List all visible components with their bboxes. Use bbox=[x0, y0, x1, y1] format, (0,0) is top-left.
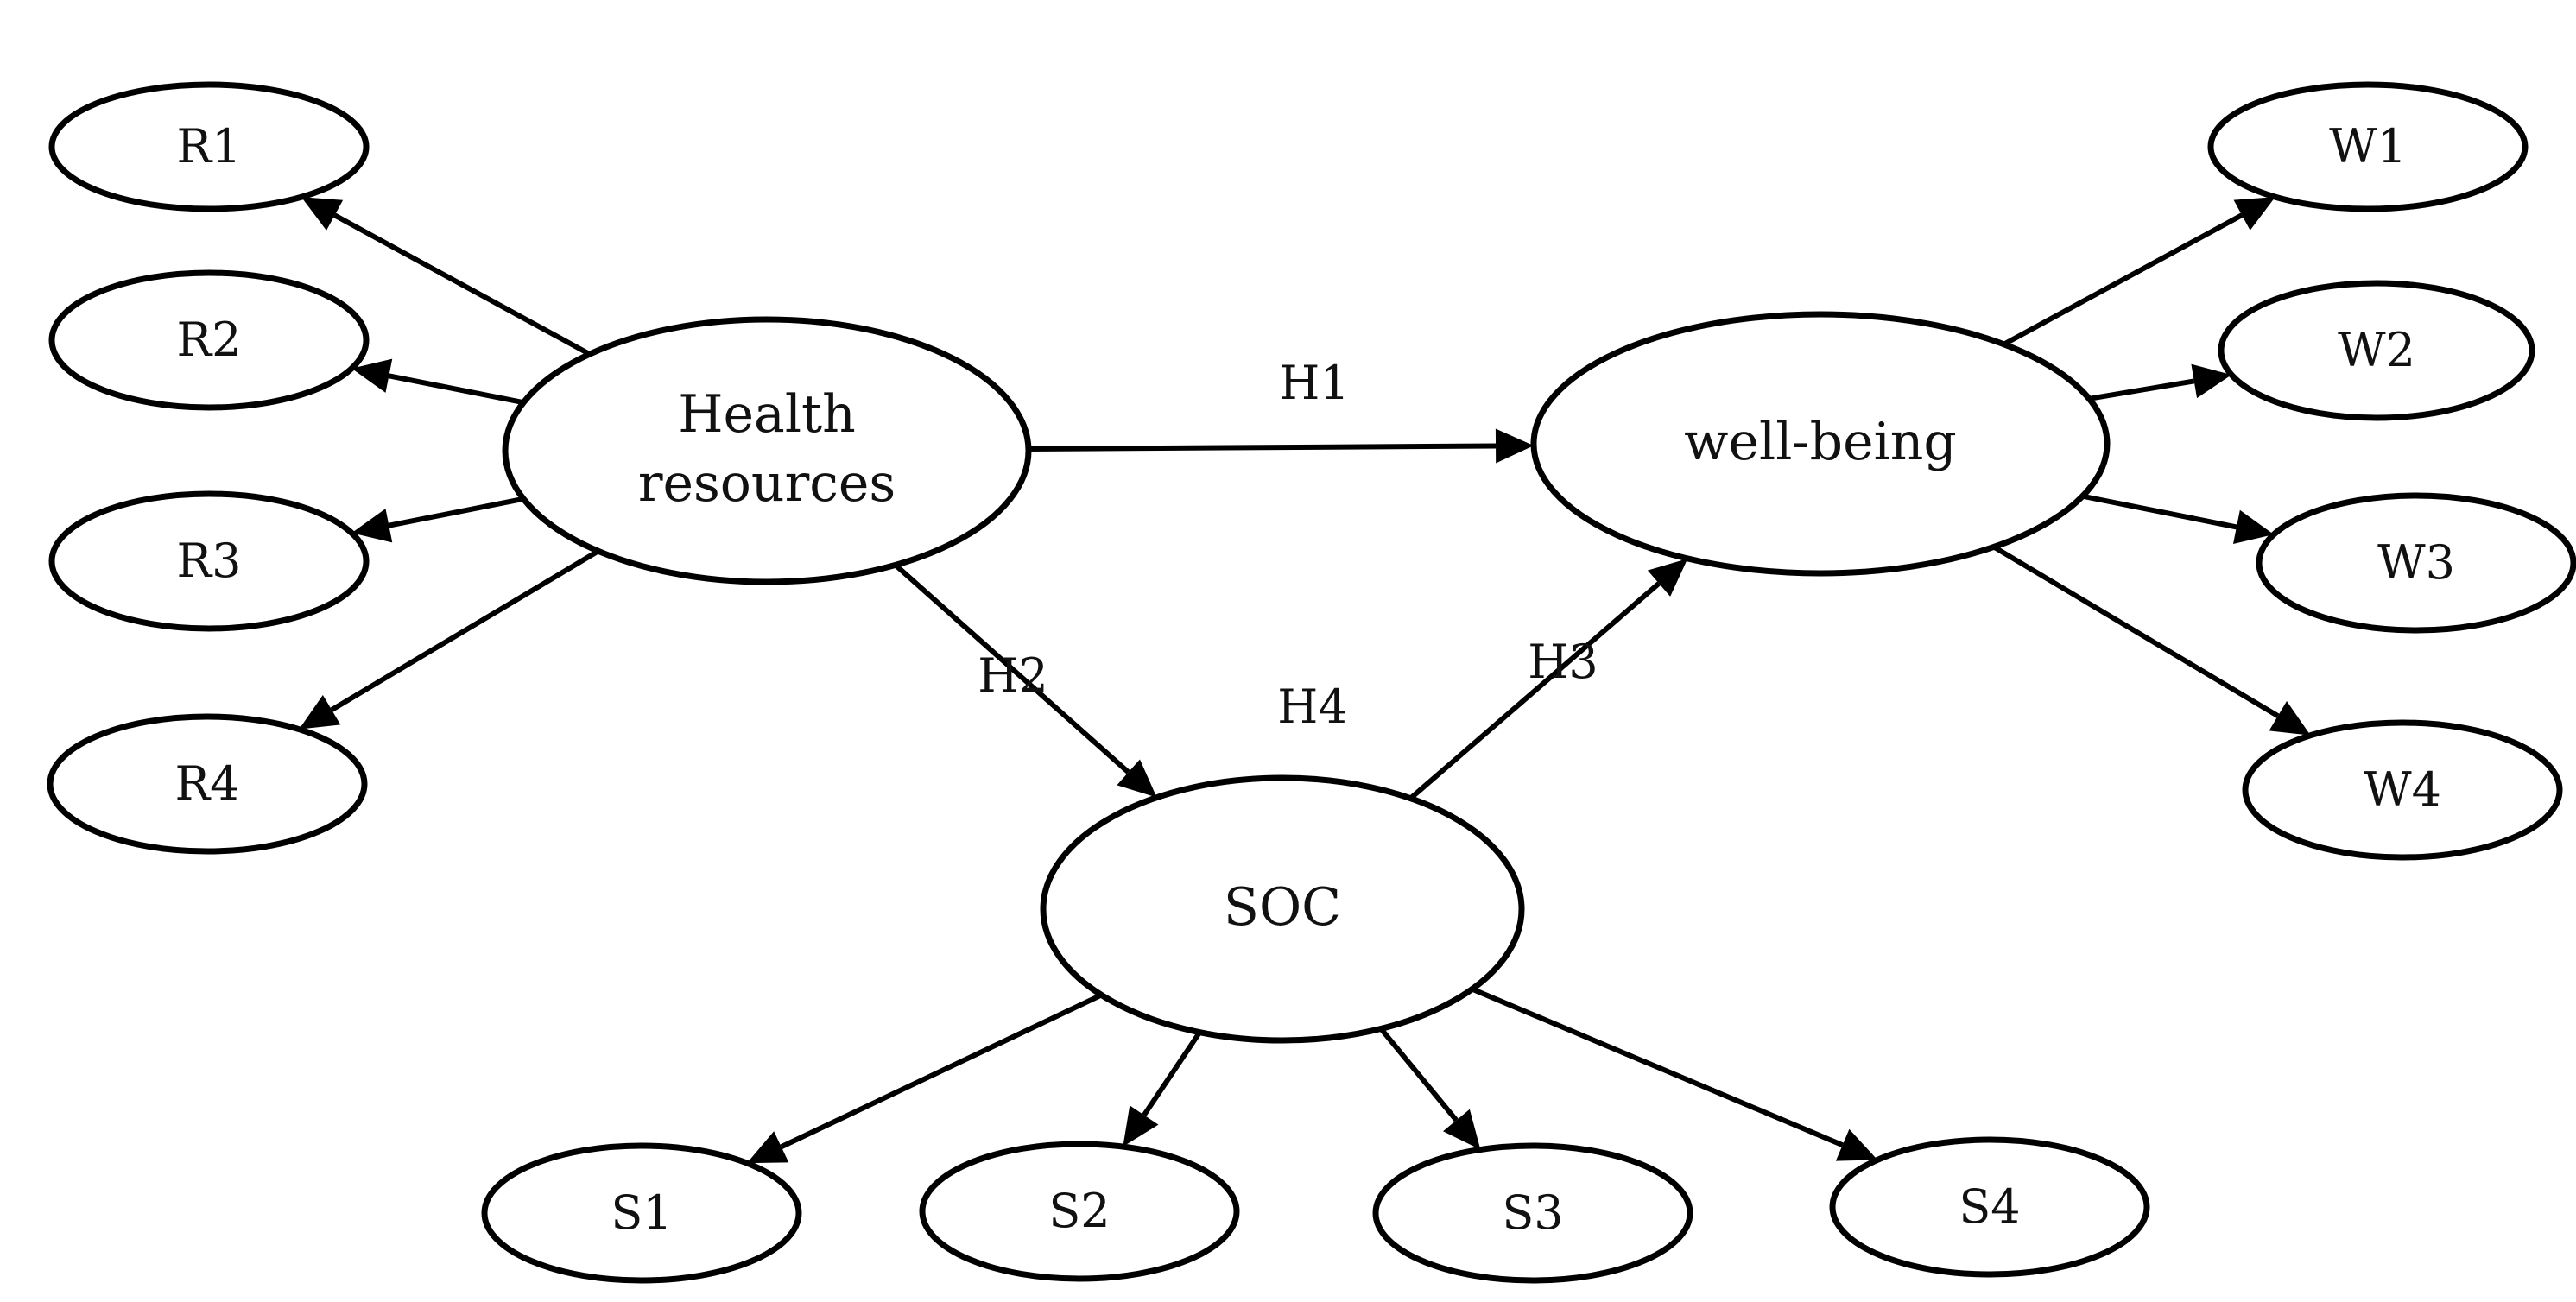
node-soc-shape bbox=[1040, 774, 1525, 1044]
edge-soc-to-s4 bbox=[1471, 986, 1878, 1161]
node-well-being-label: well-being bbox=[1684, 412, 1957, 472]
edge-health-resources-to-soc bbox=[893, 563, 1157, 798]
edge-well-being-to-w2 bbox=[2088, 363, 2232, 401]
edge-soc-to-well-being bbox=[1408, 558, 1688, 800]
edge-health-resources-to-r4 bbox=[299, 548, 600, 730]
arrow-head bbox=[1123, 1105, 1159, 1147]
node-r1-label: R1 bbox=[176, 119, 241, 174]
node-r1: R1 bbox=[48, 81, 370, 212]
edge-line bbox=[1471, 986, 1844, 1148]
edge-label-h3: H3 bbox=[1528, 635, 1598, 689]
node-s4-label: S4 bbox=[1959, 1179, 2020, 1234]
node-r4-shape bbox=[47, 713, 368, 855]
edge-line bbox=[333, 212, 592, 357]
node-w3: W3 bbox=[2256, 492, 2576, 634]
arrow-head bbox=[1647, 558, 1688, 597]
node-s3-label: S3 bbox=[1502, 1185, 1563, 1240]
edge-health-resources-to-r2 bbox=[351, 358, 524, 406]
edge-line bbox=[2003, 212, 2244, 347]
node-s1-shape bbox=[481, 1142, 802, 1284]
arrow-head bbox=[1495, 428, 1535, 464]
edge-label-h4: H4 bbox=[1277, 679, 1347, 734]
node-health-resources-label-1: Health bbox=[678, 384, 856, 445]
arrow-head bbox=[2233, 509, 2275, 544]
edge-line bbox=[1378, 1027, 1459, 1122]
edge-label-h2: H2 bbox=[978, 648, 1047, 703]
node-health-resources-label-2: resources bbox=[638, 453, 896, 514]
node-health-resources-shape bbox=[502, 316, 1032, 585]
edge-line bbox=[388, 373, 524, 406]
edge-line bbox=[1408, 581, 1661, 800]
edge-well-being-to-w1 bbox=[2003, 197, 2275, 347]
edge-soc-to-s1 bbox=[747, 992, 1103, 1164]
node-w4-shape bbox=[2242, 719, 2563, 861]
node-r2-shape bbox=[48, 269, 370, 411]
edge-label-h1: H1 bbox=[1279, 356, 1349, 410]
node-w2: W2 bbox=[2218, 280, 2535, 421]
arrow-head bbox=[301, 197, 344, 231]
node-r1-shape bbox=[48, 81, 370, 212]
edge-soc-to-s3 bbox=[1378, 1027, 1481, 1150]
node-s2: S2 bbox=[919, 1141, 1240, 1282]
node-r3-label: R3 bbox=[176, 534, 241, 588]
edges-layer bbox=[299, 197, 2311, 1164]
node-r2-label: R2 bbox=[176, 313, 241, 367]
edge-line bbox=[2081, 493, 2237, 530]
edge-line bbox=[780, 992, 1103, 1149]
node-s4: S4 bbox=[1829, 1136, 2150, 1278]
edge-line bbox=[1142, 1030, 1202, 1117]
node-s3: S3 bbox=[1372, 1142, 1693, 1284]
edge-health-resources-to-r3 bbox=[351, 496, 524, 543]
node-r2: R2 bbox=[48, 269, 370, 411]
node-w4: W4 bbox=[2242, 719, 2563, 861]
node-soc: SOC bbox=[1040, 774, 1525, 1044]
edge-well-being-to-w4 bbox=[1992, 544, 2311, 736]
node-w1-shape bbox=[2207, 81, 2529, 212]
node-w4-label: W4 bbox=[2364, 762, 2441, 817]
node-w1-label: W1 bbox=[2329, 119, 2407, 174]
node-w2-label: W2 bbox=[2338, 323, 2415, 377]
arrow-head bbox=[2191, 363, 2232, 399]
node-soc-label: SOC bbox=[1224, 877, 1341, 938]
node-w1: W1 bbox=[2207, 81, 2529, 212]
arrow-head bbox=[299, 694, 341, 730]
edge-line bbox=[2088, 378, 2195, 401]
node-r4-label: R4 bbox=[174, 756, 239, 811]
node-w3-label: W3 bbox=[2377, 535, 2455, 590]
node-r3: R3 bbox=[48, 490, 370, 632]
arrow-head bbox=[1835, 1128, 1878, 1161]
node-well-being-shape bbox=[1530, 311, 2111, 577]
edge-soc-to-s2 bbox=[1123, 1030, 1202, 1147]
node-s4-shape bbox=[1829, 1136, 2150, 1278]
node-s1-label: S1 bbox=[611, 1185, 672, 1240]
arrow-head bbox=[747, 1131, 789, 1164]
node-r4: R4 bbox=[47, 713, 368, 855]
node-s1: S1 bbox=[481, 1142, 802, 1284]
edge-line bbox=[388, 496, 524, 528]
node-s3-shape bbox=[1372, 1142, 1693, 1284]
edge-line bbox=[893, 563, 1130, 774]
edge-line bbox=[1028, 443, 1497, 452]
edge-health-resources-to-well-being bbox=[1028, 428, 1535, 464]
edge-line bbox=[330, 548, 600, 712]
edge-health-resources-to-r1 bbox=[301, 197, 592, 357]
arrow-head bbox=[2269, 701, 2311, 736]
node-s2-shape bbox=[919, 1141, 1240, 1282]
node-w3-shape bbox=[2256, 492, 2576, 634]
arrow-head bbox=[2233, 197, 2275, 231]
arrow-head bbox=[351, 509, 393, 543]
edge-well-being-to-w3 bbox=[2081, 493, 2275, 544]
node-w2-shape bbox=[2218, 280, 2535, 421]
edge-labels-layer: H1 H2 H3 H4 bbox=[978, 356, 1598, 734]
arrow-head bbox=[351, 358, 393, 393]
arrow-head bbox=[1117, 759, 1157, 798]
edge-line bbox=[1992, 544, 2280, 718]
arrow-head bbox=[1442, 1109, 1481, 1150]
node-well-being: well-being bbox=[1530, 311, 2111, 577]
node-r3-shape bbox=[48, 490, 370, 632]
node-health-resources: Health resources bbox=[502, 316, 1032, 585]
node-s2-label: S2 bbox=[1048, 1184, 1110, 1238]
